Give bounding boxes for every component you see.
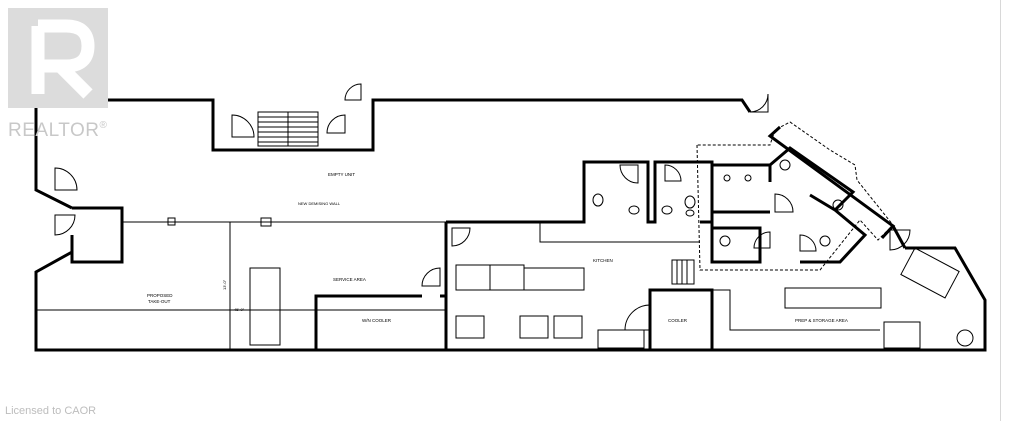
- cooler-room: [648, 288, 714, 350]
- door-swings: [54, 83, 911, 331]
- realtor-logo: REALTOR®: [8, 8, 118, 141]
- label-kitchen: KITCHEN: [593, 258, 613, 263]
- label-prep-storage: PREP & STORAGE AREA: [795, 318, 848, 323]
- column: [260, 217, 272, 227]
- floor-plan: EMPTY UNIT NEW DEMISING WALL KITCHEN SER…: [34, 83, 987, 352]
- label-empty-unit: EMPTY UNIT: [328, 172, 355, 177]
- vestibule: [70, 206, 124, 264]
- logo-text: REALTOR: [8, 120, 100, 141]
- dimension-depth: 13'-0": [222, 279, 227, 290]
- win-cooler-room: [314, 294, 446, 350]
- kitchen-equipment: [455, 247, 974, 349]
- label-demising-wall: NEW DEMISING WALL: [298, 201, 341, 206]
- logo-mark: [8, 8, 108, 108]
- kitchen-wall: [444, 160, 714, 350]
- logo-wordmark: REALTOR®: [8, 120, 107, 142]
- service-cabinet: [249, 267, 281, 346]
- rear-entry-wall: [891, 225, 907, 249]
- washroom-walls: [710, 146, 868, 264]
- page-edge-line: [1000, 0, 1001, 421]
- reg-mark: ®: [99, 120, 108, 131]
- r-glyph-icon: [8, 8, 108, 108]
- label-win-cooler: W/N COOLER: [362, 318, 392, 323]
- plumbing-fixtures: [592, 159, 844, 247]
- renovation-boundary: [696, 121, 894, 271]
- dimension-width: 45'-0": [234, 307, 245, 312]
- label-proposed: PROPOSED: [147, 293, 173, 298]
- outer-wall: [34, 98, 987, 352]
- kitchen-inner: [539, 222, 700, 243]
- license-text: Licensed to CAOR: [5, 405, 97, 417]
- label-cooler: COOLER: [668, 318, 688, 323]
- label-takeout: TAKE-OUT: [148, 299, 171, 304]
- small-stairs: [671, 259, 695, 285]
- stairs: [257, 111, 319, 147]
- prep-divider: [712, 289, 880, 331]
- label-service-area: SERVICE AREA: [333, 277, 366, 282]
- column: [167, 217, 176, 226]
- stair-hall: [211, 100, 375, 150]
